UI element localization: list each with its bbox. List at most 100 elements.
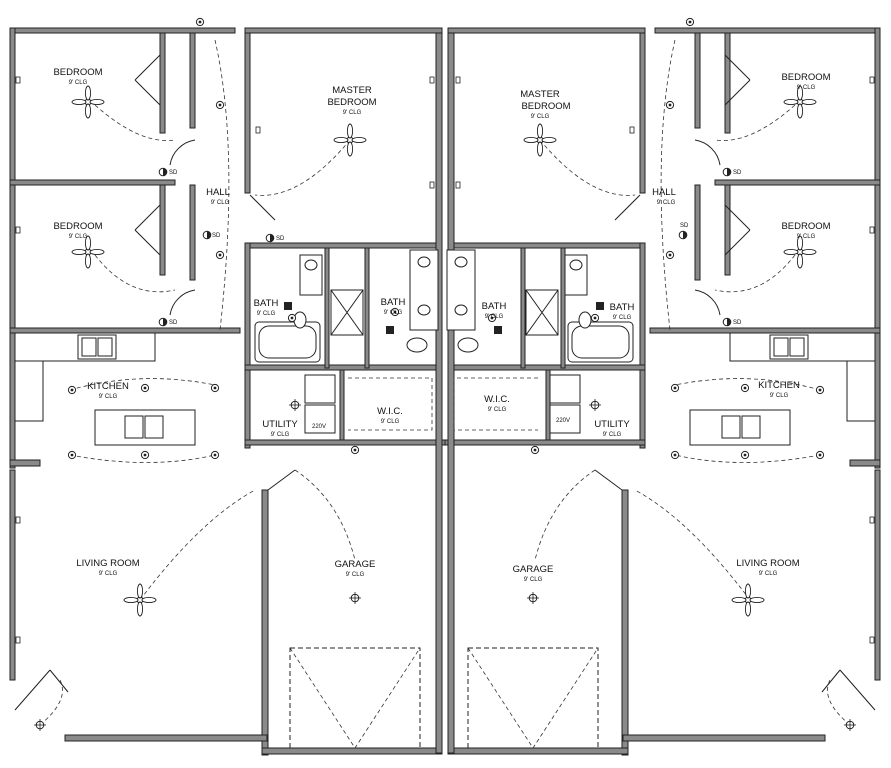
recessed-light-icon [195, 17, 205, 27]
room-ceiling: 9' CLG [69, 234, 88, 240]
outlet-icon [429, 181, 435, 189]
recessed-light-icon [665, 250, 675, 260]
recessed-light-icon [215, 100, 225, 110]
room-ceiling: 9' CLG [770, 393, 789, 399]
outlet-icon [869, 516, 875, 524]
recessed-light-icon [740, 383, 750, 393]
smoke-detector-tag: SD [169, 170, 178, 176]
wiring [39, 39, 851, 726]
outlet-icon [15, 636, 21, 644]
recessed-light-icon [215, 250, 225, 260]
smoke-detector-icon [722, 317, 732, 327]
ceiling-fan-icon [71, 235, 105, 269]
room-name: HALL [652, 187, 676, 198]
ceiling-fan-icon [731, 583, 765, 617]
room-name: LIVING ROOM [76, 558, 139, 569]
smoke-detector-icon [158, 167, 168, 177]
room-name: BEDROOM [521, 101, 570, 112]
room-ceiling: 9' CLG [381, 419, 400, 425]
smoke-detector-tag: SD [212, 233, 221, 239]
outlet-icon [629, 126, 635, 134]
ceiling-fan-icon [783, 235, 817, 269]
outlet-icon [255, 126, 261, 134]
room-name: BATH [254, 298, 279, 309]
room-name: BEDROOM [781, 221, 830, 232]
smoke-detector-icon [722, 167, 732, 177]
room-ceiling: 9' CLG [603, 432, 622, 438]
smoke-detector-tag: SD [733, 320, 742, 326]
room-name: KITCHEN [87, 381, 129, 392]
exhaust-fan-icon [284, 302, 292, 310]
ceiling-light-icon [526, 591, 540, 605]
room-name: UTILITY [594, 419, 630, 430]
ceiling-fan-icon [123, 583, 157, 617]
outlet-220v-tag: 220V [556, 418, 570, 424]
room-ceiling: 9' CLG [211, 200, 230, 206]
room-name: BATH [482, 301, 507, 312]
room-ceiling: 9' CLG [797, 85, 816, 91]
ceiling-light-icon [288, 398, 302, 412]
room-ceiling: 9' CLG [797, 234, 816, 240]
room-ceiling: 9' CLG [613, 315, 632, 321]
recessed-light-icon [815, 385, 825, 395]
room-name: BEDROOM [53, 67, 102, 78]
room-ceiling: 9' CLG [759, 571, 778, 577]
ceiling-light-icon [348, 591, 362, 605]
smoke-detector-icon [158, 317, 168, 327]
outlet-icon [15, 76, 21, 84]
room-labels-left: BEDROOM 9' CLG BEDROOM 9' CLG HALL 9' CL… [53, 67, 405, 578]
ceiling-fan-icon [71, 85, 105, 119]
room-name: BEDROOM [327, 97, 376, 108]
smoke-detector-icon [678, 230, 688, 240]
exhaust-fan-icon [494, 326, 502, 334]
outlet-220v-tag: 220V [312, 424, 326, 430]
room-name: HALL [206, 187, 230, 198]
room-ceiling: 9' CLG [485, 314, 504, 320]
smoke-detector-icon [202, 230, 212, 240]
smoke-detector-tag: SD [680, 223, 689, 229]
room-ceiling: 9' CLG [257, 311, 276, 317]
recessed-light-icon [67, 450, 77, 460]
room-ceiling: 9' CLG [69, 80, 88, 86]
room-name: BEDROOM [53, 221, 102, 232]
smoke-detector-tag: SD [276, 236, 285, 242]
fixtures [14, 54, 876, 749]
recessed-light-icon [287, 313, 297, 323]
room-name: W.I.C. [377, 406, 403, 417]
smoke-detector-tag: SD [733, 170, 742, 176]
symbol-tags: SD SD SD SD SD SD SD 220V 220V [169, 170, 742, 430]
recessed-light-icon [350, 445, 360, 455]
outlet-icon [869, 636, 875, 644]
room-ceiling: 9' CLG [343, 110, 362, 116]
ceiling-fan-icon [333, 123, 367, 157]
room-name: LIVING ROOM [736, 558, 799, 569]
room-name: KITCHEN [758, 380, 800, 391]
recessed-light-icon [590, 313, 600, 323]
ceiling-light-icon [588, 398, 602, 412]
ceiling-light-icon [33, 718, 47, 732]
recessed-light-icon [140, 383, 150, 393]
recessed-light-icon [210, 450, 220, 460]
recessed-light-icon [530, 445, 540, 455]
smoke-detector-icon [265, 233, 275, 243]
electrical-symbols [15, 17, 875, 732]
room-ceiling: 9' CLG [271, 432, 290, 438]
room-name: MASTER [520, 89, 560, 100]
room-ceiling: 9' CLG [346, 572, 365, 578]
room-name: MASTER [332, 85, 372, 96]
outlet-icon [455, 76, 461, 84]
recessed-light-icon [140, 450, 150, 460]
room-name: BATH [610, 302, 635, 313]
room-labels-right: BEDROOM 9' CLG BEDROOM 9' CLG HALL 9' CL… [482, 72, 831, 583]
outlet-icon [455, 181, 461, 189]
room-ceiling: 9' CLG [524, 577, 543, 583]
recessed-light-icon [67, 385, 77, 395]
room-name: W.I.C. [484, 394, 510, 405]
recessed-light-icon [685, 17, 695, 27]
room-ceiling: 9' CLG [99, 571, 118, 577]
room-ceiling: 9' CLG [488, 407, 507, 413]
outlet-icon [15, 226, 21, 234]
room-ceiling: 9' CLG [657, 200, 676, 206]
ceiling-fan-icon [523, 123, 557, 157]
